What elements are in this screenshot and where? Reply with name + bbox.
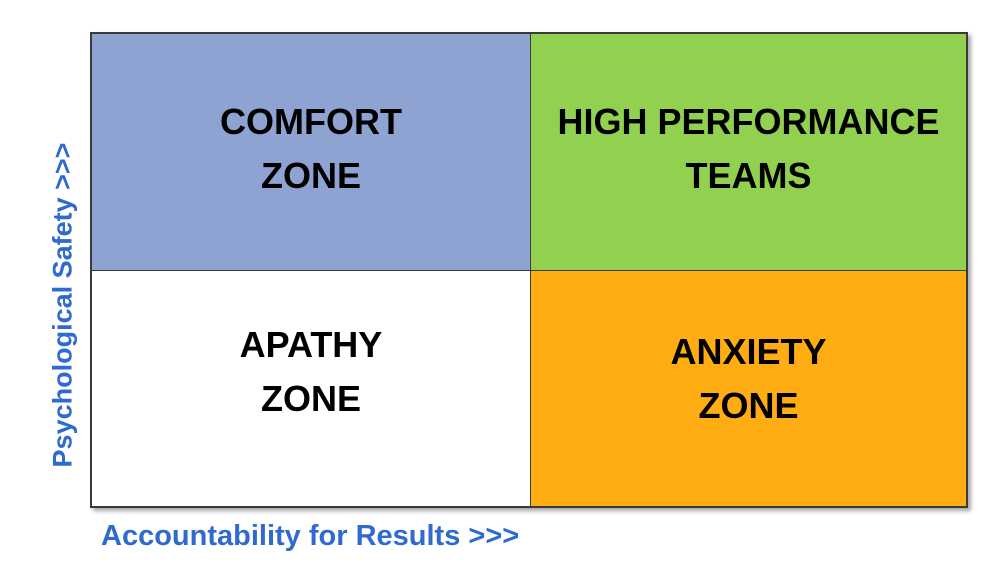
- anxiety-zone-label: ANXIETY ZONE: [670, 330, 827, 426]
- y-axis-label: Psychological Safety >>>: [47, 142, 78, 468]
- comfort-zone-label: COMFORT ZONE: [220, 101, 402, 196]
- high-performance-teams-label: HIGH PERFORMANCE TEAMS: [557, 101, 940, 196]
- quadrant-matrix: COMFORT ZONE HIGH PERFORMANCE TEAMS APAT…: [90, 32, 968, 508]
- x-axis-label: Accountability for Results >>>: [101, 520, 520, 552]
- comfort-zone-quadrant: COMFORT ZONE: [92, 34, 531, 271]
- apathy-zone-quadrant: APATHY ZONE: [92, 271, 531, 506]
- apathy-zone-label: APATHY ZONE: [239, 323, 383, 419]
- anxiety-zone-quadrant: ANXIETY ZONE: [531, 271, 966, 506]
- high-performance-teams-quadrant: HIGH PERFORMANCE TEAMS: [531, 34, 966, 271]
